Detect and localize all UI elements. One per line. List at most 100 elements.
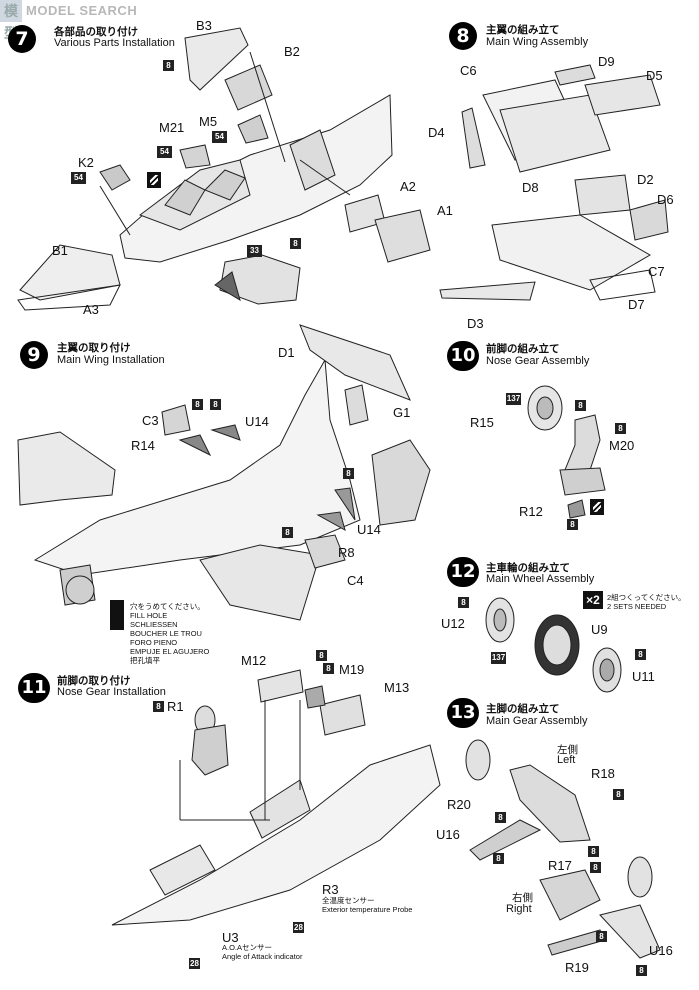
right-side-en: Right — [506, 903, 532, 915]
step-12-title-en: Main Wheel Assembly — [486, 573, 595, 585]
step-10-number: 10 — [447, 341, 479, 371]
step-11-title-en: Nose Gear Installation — [57, 686, 166, 698]
sensor-temp-jp: 全温度センサー — [322, 896, 375, 905]
fill-hole-it: FORO PIENO — [130, 638, 178, 647]
label-d4: D4 — [428, 125, 445, 140]
paint-badge: 54 — [71, 172, 86, 184]
two-sets-en: 2 SETS NEEDED — [607, 602, 667, 611]
paint-badge: 33 — [247, 245, 262, 257]
step-8-title-jp: 主翼の組み立て — [486, 24, 560, 36]
label-r20: R20 — [447, 797, 471, 812]
label-m21: M21 — [159, 120, 185, 135]
step8-wing-drawing — [439, 64, 669, 301]
step12-main-wheel-drawing — [485, 597, 622, 693]
paint-badge: 8 — [316, 650, 327, 661]
fill-hole-icon — [110, 600, 124, 630]
step-8-number: 8 — [449, 22, 477, 50]
fill-hole-en: FILL HOLE — [130, 611, 168, 620]
right-side-jp: 右側 — [512, 892, 533, 904]
label-a1: A1 — [437, 203, 453, 218]
paint-badge: 8 — [153, 701, 164, 712]
label-b1: B1 — [52, 243, 68, 258]
label-r14: R14 — [131, 438, 155, 453]
label-r17: R17 — [548, 858, 572, 873]
step10-nose-gear-drawing — [527, 385, 606, 519]
step-13-title-jp: 主脚の組み立て — [486, 703, 560, 715]
label-m20: M20 — [609, 438, 635, 453]
step11-nose-drawing — [111, 669, 441, 926]
label-c3: C3 — [142, 413, 159, 428]
paint-badge: 8 — [590, 862, 601, 873]
paint-badge: 54 — [157, 146, 172, 158]
paint-badge: 8 — [596, 931, 607, 942]
step-10-title-jp: 前脚の組み立て — [486, 343, 560, 355]
step-7-number: 7 — [8, 25, 36, 53]
step-11-title-jp: 前脚の取り付け — [57, 675, 131, 687]
label-k2: K2 — [78, 155, 94, 170]
label-m19: M19 — [339, 662, 365, 677]
label-b2: B2 — [284, 44, 300, 59]
label-u3: U3 — [222, 930, 239, 945]
label-r1: R1 — [167, 699, 184, 714]
step-12-number: 12 — [447, 557, 479, 587]
label-r19: R19 — [565, 960, 589, 975]
paint-badge: 8 — [636, 965, 647, 976]
paint-badge: 54 — [212, 131, 227, 143]
paint-badge: 8 — [458, 597, 469, 608]
paint-badge: 8 — [575, 400, 586, 411]
step-7-title-en: Various Parts Installation — [54, 37, 175, 49]
paint-icon — [147, 172, 161, 188]
paint-badge: 8 — [343, 468, 354, 479]
label-u16-left: U16 — [436, 827, 460, 842]
step-8-title-en: Main Wing Assembly — [486, 36, 589, 48]
paint-badge: 8 — [613, 789, 624, 800]
label-d9: D9 — [598, 54, 615, 69]
step-12-title-jp: 主車輪の組み立て — [486, 562, 570, 574]
label-c6: C6 — [460, 63, 477, 78]
label-d5: D5 — [646, 68, 663, 83]
label-u12: U12 — [441, 616, 465, 631]
watermark-text: MODEL SEARCH — [26, 3, 138, 18]
label-u14-lower: U14 — [357, 522, 381, 537]
paint-badge: 137 — [491, 652, 506, 664]
label-a2: A2 — [400, 179, 416, 194]
paint-badge: 8 — [567, 519, 578, 530]
step9-aircraft-drawing — [17, 324, 431, 621]
label-u9: U9 — [591, 622, 608, 637]
sensor-aoa-en: Angle of Attack indicator — [222, 952, 303, 961]
fill-hole-de: SCHLIESSEN — [130, 620, 178, 629]
step-13-number: 13 — [447, 698, 479, 728]
paint-badge: 8 — [323, 663, 334, 674]
label-u11: U11 — [632, 669, 655, 684]
step-11-number: 11 — [18, 673, 50, 703]
fill-hole-fr: BOUCHER LE TROU — [130, 629, 202, 638]
label-m13: M13 — [384, 680, 410, 695]
label-r12: R12 — [519, 504, 543, 519]
two-sets-jp: 2組つくってください。 — [607, 593, 686, 602]
step-10-title-en: Nose Gear Assembly — [486, 355, 590, 367]
label-c4: C4 — [347, 573, 364, 588]
paint-badge: 28 — [189, 958, 200, 969]
label-b3: B3 — [196, 18, 212, 33]
label-m12: M12 — [241, 653, 267, 668]
sensor-aoa-jp: A.O.Aセンサー — [222, 943, 273, 952]
paint-badge: 28 — [293, 922, 304, 933]
step-9-title-jp: 主翼の取り付け — [57, 342, 131, 354]
paint-badge: 8 — [493, 853, 504, 864]
label-r8: R8 — [338, 545, 355, 560]
label-d7: D7 — [628, 297, 645, 312]
fill-hole-es: EMPUJE EL AGUJERO — [130, 647, 210, 656]
paint-badge: 8 — [495, 812, 506, 823]
paint-badge: 8 — [163, 60, 174, 71]
label-d8: D8 — [522, 180, 539, 195]
paint-badge: 8 — [192, 399, 203, 410]
paint-badge: 8 — [635, 649, 646, 660]
label-u16-right: U16 — [649, 943, 673, 958]
paint-badge: 8 — [588, 846, 599, 857]
label-d6: D6 — [657, 192, 674, 207]
fill-hole-zh: 把孔填平 — [130, 656, 160, 665]
paint-badge: 137 — [506, 393, 521, 405]
sensor-temp-en: Exterior temperature Probe — [322, 905, 413, 914]
paint-badge: 8 — [615, 423, 626, 434]
